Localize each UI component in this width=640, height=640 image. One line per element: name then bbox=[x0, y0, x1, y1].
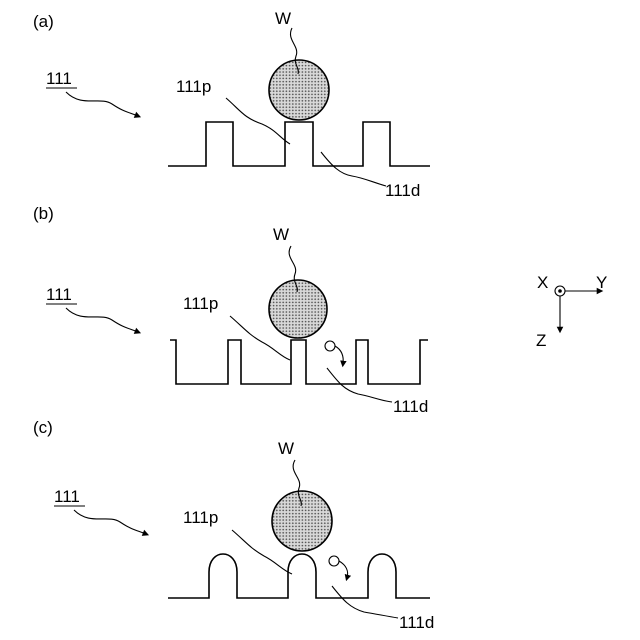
x-axis-dot bbox=[558, 289, 562, 293]
panel-c-ref-leader bbox=[74, 510, 146, 534]
panel-b-peak-label: 111p bbox=[183, 294, 218, 313]
y-axis-label: Y bbox=[596, 273, 607, 292]
panel-b-dip-leader bbox=[327, 368, 392, 402]
panel-b: (b) 111 W 111p 111d bbox=[33, 204, 428, 416]
panel-c-rounded-profile bbox=[168, 554, 430, 598]
panel-a-wafer-circle bbox=[269, 60, 329, 120]
panel-a-rectangular-profile bbox=[168, 122, 430, 166]
panel-b-wafer-circle bbox=[269, 280, 327, 338]
panel-b-particle-arrow bbox=[335, 346, 343, 364]
panel-c-particle bbox=[329, 556, 339, 566]
panel-a-tag: (a) bbox=[33, 12, 54, 31]
panel-c-peak-label: 111p bbox=[183, 508, 218, 527]
panel-c-wafer-label: W bbox=[278, 439, 294, 458]
z-axis-label: Z bbox=[536, 331, 546, 350]
panel-b-ref-leader bbox=[66, 308, 138, 332]
panel-a-peak-label: 111p bbox=[176, 77, 211, 96]
panel-c-dip-leader bbox=[332, 586, 398, 618]
panel-c: (c) 111 W 111p 111d bbox=[33, 418, 434, 632]
panel-a-wafer-label: W bbox=[275, 9, 291, 28]
coordinate-axes: X Y Z bbox=[536, 273, 607, 350]
x-axis-label: X bbox=[537, 273, 548, 292]
panel-a-dip-label: 111d bbox=[385, 181, 420, 200]
panel-b-wafer-label: W bbox=[273, 225, 289, 244]
panel-b-dip-label: 111d bbox=[393, 397, 428, 416]
panel-c-wafer-circle bbox=[272, 491, 332, 551]
panel-c-dip-label: 111d bbox=[399, 613, 434, 632]
panel-b-tag: (b) bbox=[33, 204, 54, 223]
panel-a: (a) 111 W 111p 111d bbox=[33, 9, 430, 200]
panel-a-dip-leader bbox=[321, 152, 386, 186]
panel-a-ref-label: 111 bbox=[46, 69, 72, 88]
panel-b-rectangular-profile bbox=[170, 340, 428, 384]
panel-c-particle-arrow bbox=[339, 561, 348, 578]
panel-b-ref-label: 111 bbox=[46, 285, 72, 304]
panel-c-ref-label: 111 bbox=[54, 487, 80, 506]
panel-b-particle bbox=[325, 341, 335, 351]
panel-a-ref-leader bbox=[66, 92, 138, 116]
panel-c-tag: (c) bbox=[33, 418, 53, 437]
